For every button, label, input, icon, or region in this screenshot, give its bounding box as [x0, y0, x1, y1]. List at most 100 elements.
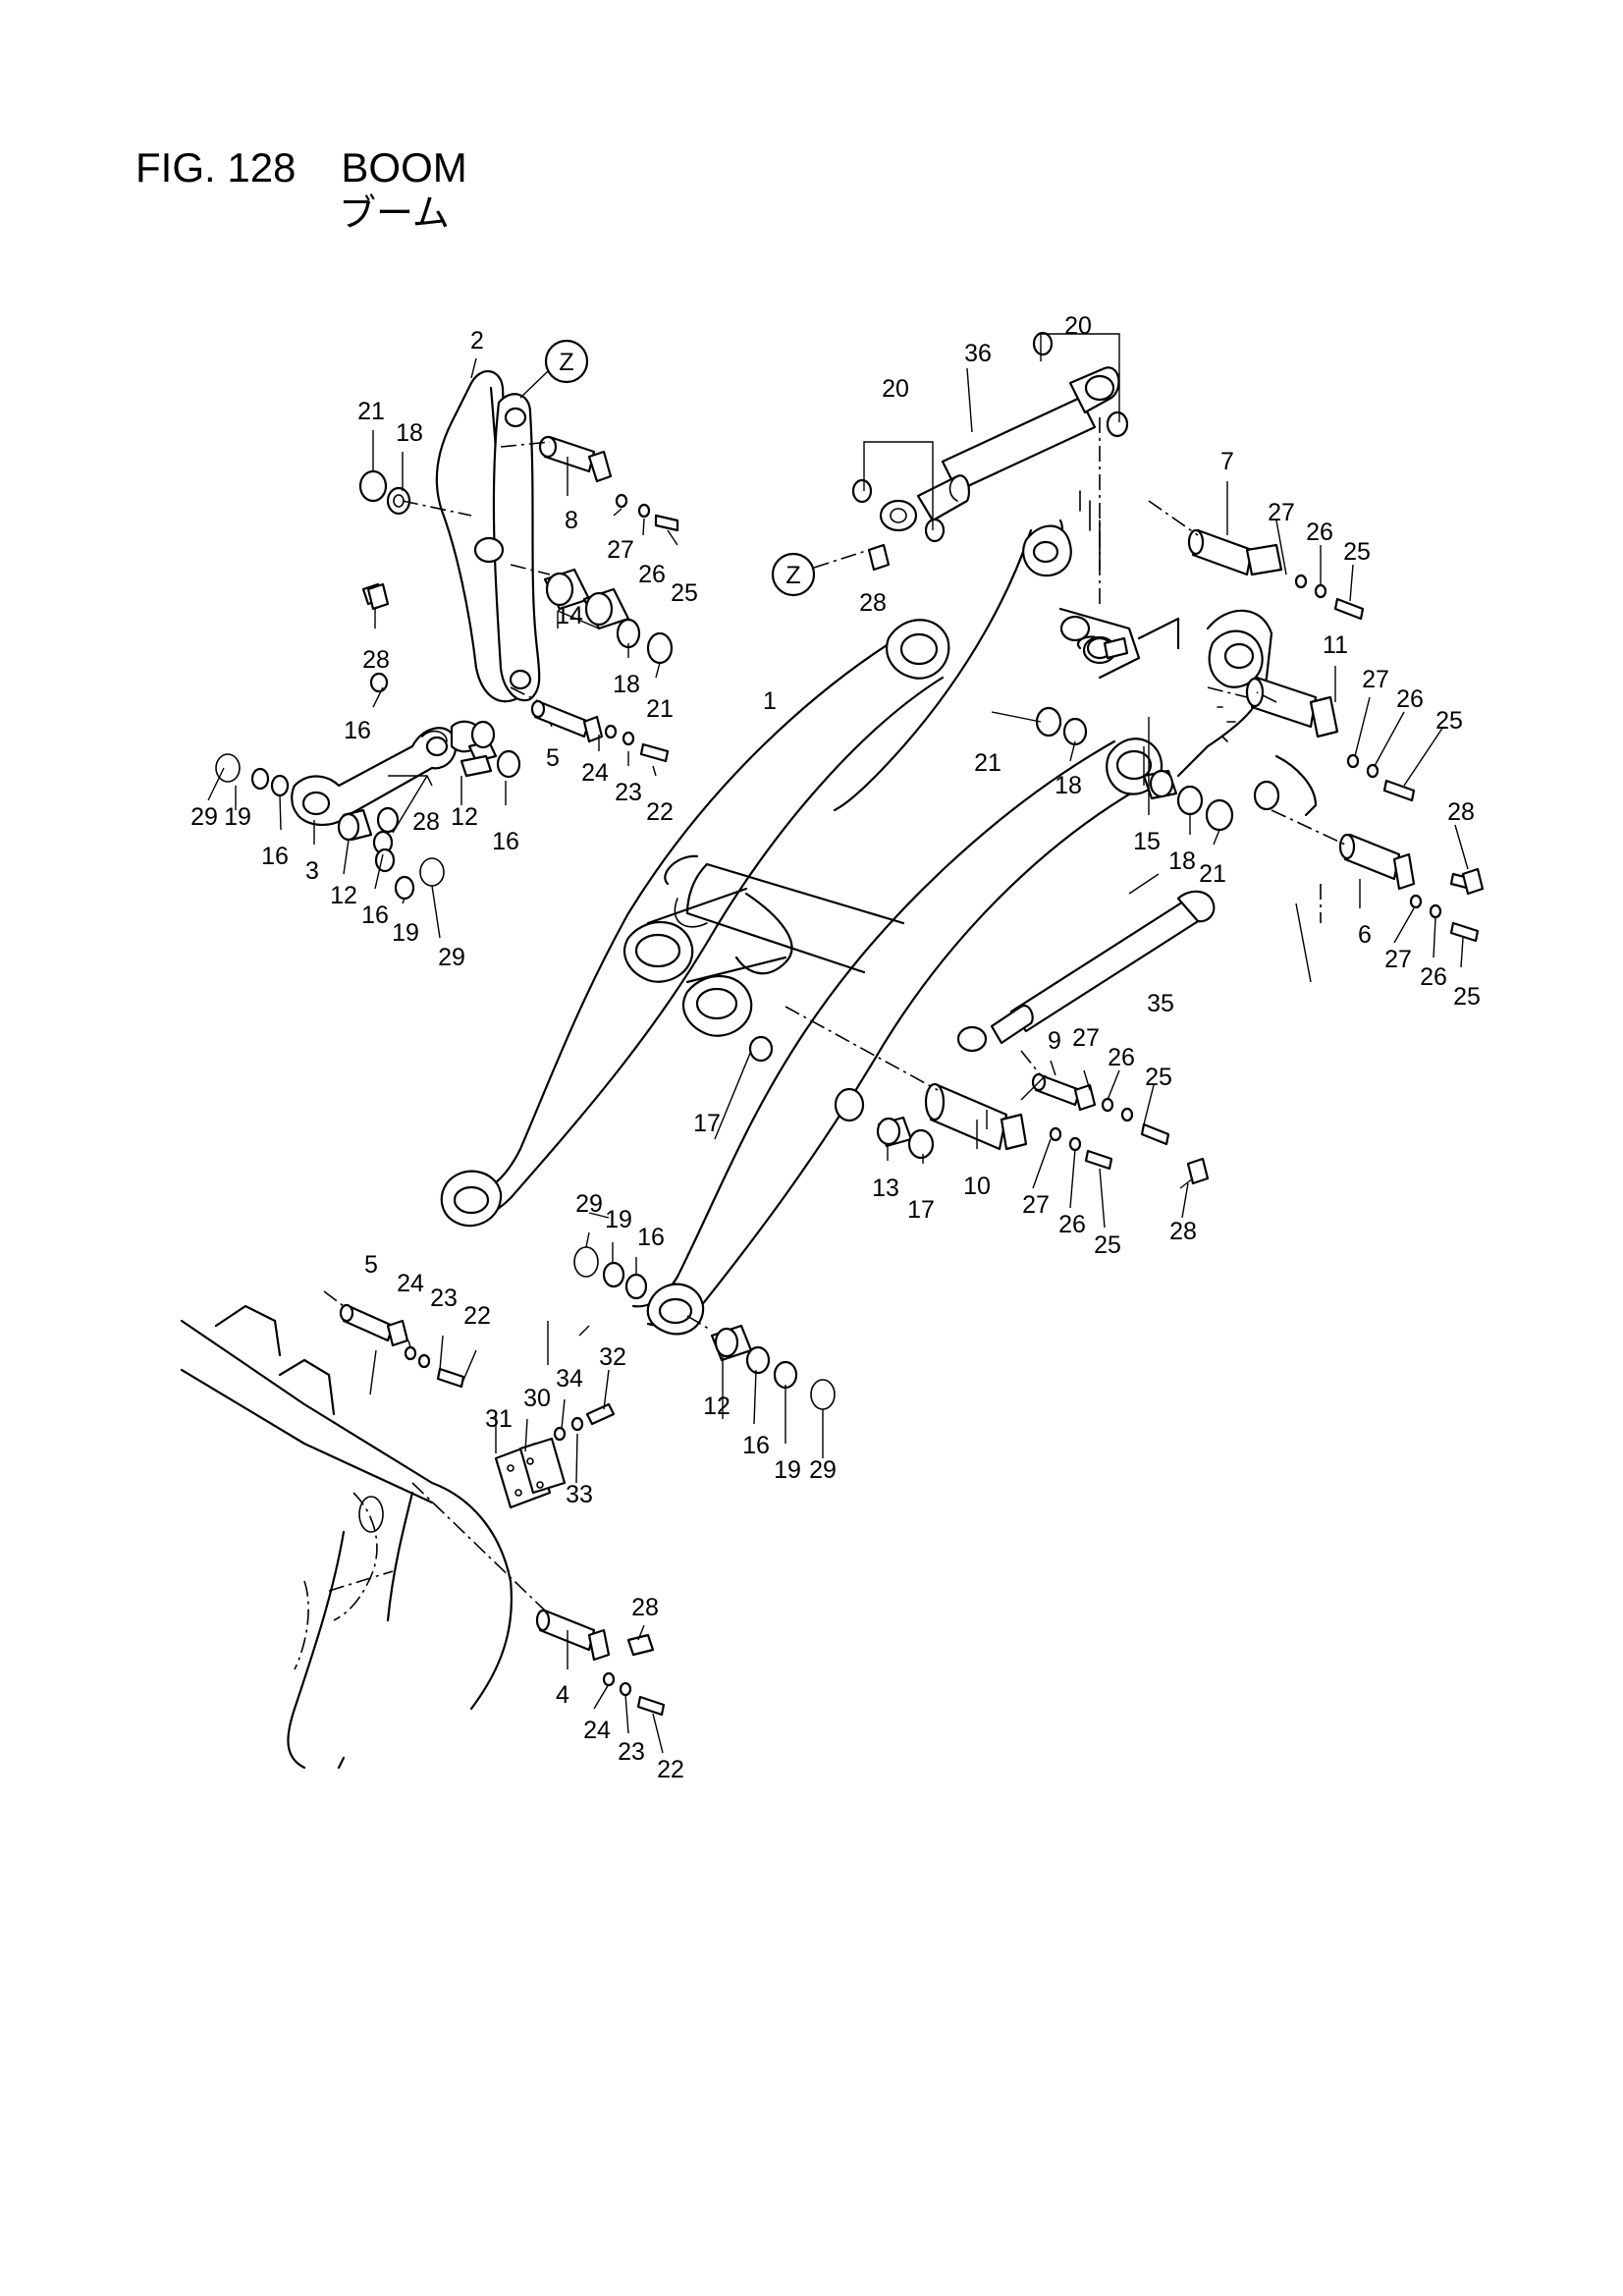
- callout-part-22: 22: [463, 1302, 491, 1330]
- callout-part-25: 25: [1094, 1231, 1121, 1259]
- callout-part-19: 19: [224, 803, 251, 831]
- callout-part-32: 32: [599, 1343, 626, 1371]
- callout-part-5: 5: [546, 744, 560, 772]
- callout-part-16: 16: [261, 843, 289, 870]
- callout-part-23: 23: [618, 1738, 645, 1766]
- detail-marker-z-upper: Z: [519, 339, 589, 399]
- callout-part-22: 22: [646, 798, 674, 826]
- callout-part-26: 26: [638, 561, 666, 588]
- callout-part-27: 27: [1384, 946, 1412, 973]
- cylinder-36: [879, 366, 1120, 532]
- callout-part-28: 28: [412, 808, 440, 836]
- link: [291, 727, 458, 827]
- detail-marker-z-lower: Z: [771, 549, 870, 597]
- leader-lines: [207, 333, 1469, 1754]
- callout-part-21: 21: [1199, 860, 1226, 888]
- callout-part-10: 10: [963, 1173, 991, 1200]
- callout-part-14: 14: [556, 602, 583, 629]
- callout-part-21: 21: [646, 695, 674, 723]
- figure-name-japanese: ブーム: [339, 191, 450, 235]
- callout-part-7: 7: [1220, 448, 1234, 475]
- callout-part-27: 27: [607, 536, 634, 564]
- callout-part-24: 24: [581, 759, 609, 787]
- callout-part-28: 28: [1169, 1218, 1197, 1245]
- callout-labels: 1 2 3 4 5 5 6 7 8 9 10 11 12 12 12 13 14…: [190, 312, 1481, 1783]
- callout-part-29: 29: [809, 1456, 837, 1484]
- callout-part-36: 36: [964, 340, 992, 367]
- callout-part-29: 29: [438, 944, 465, 971]
- callout-part-8: 8: [565, 507, 578, 534]
- callout-part-28: 28: [1447, 798, 1475, 826]
- bellcrank: [435, 370, 541, 703]
- callout-part-24: 24: [397, 1270, 424, 1297]
- callout-part-18: 18: [613, 671, 640, 698]
- bucket: [180, 1304, 513, 1770]
- callout-part-28: 28: [362, 646, 390, 674]
- detail-marker-label: Z: [785, 562, 800, 589]
- callout-part-24: 24: [583, 1717, 611, 1744]
- hardware: [215, 331, 1485, 1717]
- callout-part-1: 1: [763, 687, 777, 715]
- callout-part-27: 27: [1072, 1024, 1100, 1052]
- callout-part-31: 31: [485, 1405, 513, 1433]
- callout-part-20: 20: [882, 375, 909, 403]
- callout-part-16: 16: [344, 717, 371, 744]
- callout-part-16: 16: [492, 828, 519, 855]
- callout-part-23: 23: [430, 1285, 458, 1312]
- callout-part-20: 20: [1064, 312, 1092, 340]
- callout-part-12: 12: [703, 1393, 730, 1420]
- detail-marker-label: Z: [559, 349, 573, 376]
- callout-part-30: 30: [523, 1385, 551, 1412]
- callout-part-13: 13: [872, 1175, 899, 1202]
- callout-part-25: 25: [1435, 707, 1463, 735]
- callout-part-27: 27: [1022, 1191, 1050, 1219]
- callout-part-29: 29: [575, 1190, 603, 1218]
- callout-part-9: 9: [1048, 1027, 1061, 1055]
- callout-part-26: 26: [1420, 963, 1447, 991]
- callout-part-25: 25: [1453, 983, 1481, 1011]
- callout-part-29: 29: [190, 803, 218, 831]
- callout-part-4: 4: [556, 1681, 569, 1709]
- callout-part-28: 28: [631, 1594, 659, 1621]
- callout-part-28: 28: [859, 589, 887, 617]
- callout-part-23: 23: [615, 779, 642, 806]
- callout-part-16: 16: [742, 1432, 770, 1459]
- callout-part-19: 19: [774, 1456, 801, 1484]
- callout-part-15: 15: [1133, 828, 1161, 855]
- callout-part-2: 2: [470, 327, 484, 355]
- callout-part-35: 35: [1147, 990, 1174, 1017]
- callout-part-25: 25: [671, 579, 698, 607]
- callout-part-27: 27: [1268, 499, 1295, 526]
- figure-name: BOOM: [341, 144, 467, 191]
- callout-part-6: 6: [1358, 921, 1372, 949]
- callout-part-22: 22: [657, 1756, 684, 1783]
- callout-part-21: 21: [357, 398, 385, 425]
- callout-part-16: 16: [361, 902, 389, 929]
- callout-part-34: 34: [556, 1365, 583, 1393]
- callout-part-18: 18: [1168, 847, 1196, 875]
- callout-part-17: 17: [693, 1110, 721, 1137]
- callout-part-26: 26: [1306, 519, 1333, 546]
- callout-part-19: 19: [392, 919, 419, 947]
- callout-part-26: 26: [1396, 685, 1424, 713]
- callout-part-26: 26: [1058, 1211, 1086, 1238]
- callout-part-27: 27: [1362, 666, 1389, 693]
- callout-part-18: 18: [1055, 772, 1082, 799]
- callout-part-11: 11: [1323, 631, 1348, 659]
- center-lines: [323, 417, 1346, 1612]
- callout-part-18: 18: [396, 419, 423, 447]
- callout-part-21: 21: [974, 749, 1001, 777]
- callout-part-17: 17: [907, 1196, 935, 1224]
- callout-part-25: 25: [1343, 538, 1371, 566]
- callout-part-25: 25: [1145, 1064, 1172, 1091]
- callout-part-33: 33: [566, 1481, 593, 1508]
- callout-part-12: 12: [330, 882, 357, 909]
- callout-part-19: 19: [605, 1206, 632, 1233]
- cylinder-35: [956, 890, 1216, 1053]
- boom-frame: [440, 490, 1318, 1336]
- callout-part-3: 3: [305, 857, 319, 885]
- callout-part-5: 5: [364, 1251, 378, 1279]
- callout-part-16: 16: [637, 1224, 665, 1251]
